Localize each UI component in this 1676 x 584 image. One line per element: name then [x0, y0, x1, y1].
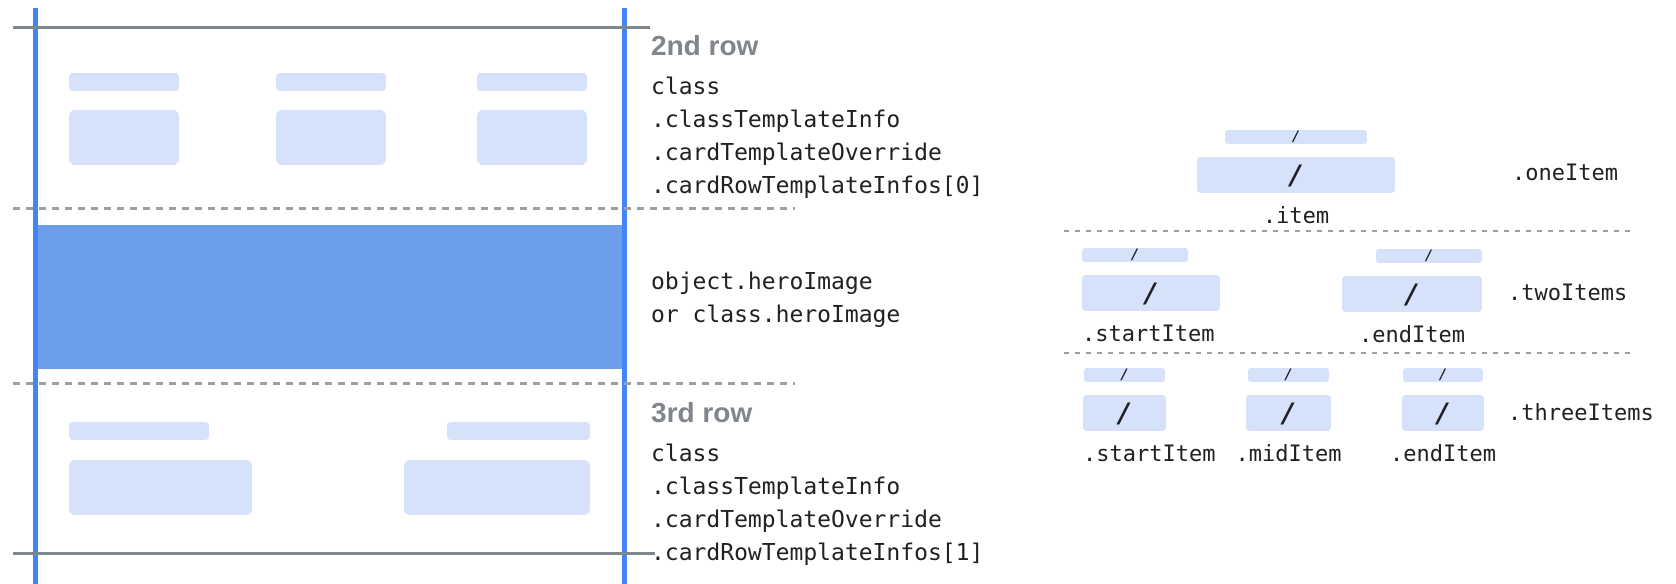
row2-item3-label-placeholder — [477, 73, 587, 91]
hero-row3-divider-dashed-line — [13, 382, 795, 385]
three-items-mid-demo: / / .midItem — [1236, 367, 1342, 467]
item-label: .endItem — [1390, 442, 1496, 467]
card-right-guide-line — [622, 8, 627, 584]
slash-glyph: / — [1120, 367, 1129, 383]
row2-item1-value-placeholder — [69, 110, 179, 165]
row2-annotation: 2nd row class .classTemplateInfo .cardTe… — [651, 30, 983, 203]
code-line: or class.heroImage — [651, 302, 901, 328]
three-items-row-label: .threeItems — [1508, 401, 1654, 426]
three-items-end-demo: / / .endItem — [1390, 367, 1496, 467]
two-three-divider-dashed-line — [1064, 352, 1631, 354]
one-item-value-bar: / — [1197, 157, 1395, 193]
slash-glyph: / — [1284, 367, 1293, 383]
row2-heading: 2nd row — [651, 30, 759, 61]
slash-glyph: / — [1291, 129, 1301, 145]
code-line: object.heroImage — [651, 269, 873, 295]
slash-glyph: / — [1142, 277, 1160, 309]
slash-glyph: / — [1116, 397, 1133, 429]
slash-glyph: / — [1287, 159, 1305, 191]
card-bottom-boundary-line — [13, 552, 655, 555]
code-line: .cardRowTemplateInfos[1] — [651, 540, 984, 566]
start-item-label-bar: / — [1084, 367, 1165, 383]
hero-annotation: object.heroImage or class.heroImage — [651, 266, 900, 332]
slash-glyph: / — [1130, 247, 1140, 263]
one-item-row-label: .oneItem — [1512, 161, 1618, 186]
end-item-label-bar: / — [1403, 367, 1483, 383]
end-item-label-bar: / — [1376, 248, 1482, 264]
end-item-value-bar: / — [1402, 395, 1484, 431]
two-items-start-demo: / / .startItem — [1082, 247, 1220, 347]
mid-item-value-bar: / — [1246, 395, 1331, 431]
hero-image-band — [38, 225, 622, 369]
start-item-label-bar: / — [1082, 247, 1188, 263]
row2-item2-label-placeholder — [276, 73, 386, 91]
row2-item1-label-placeholder — [69, 73, 179, 91]
row3-annotation: 3rd row class .classTemplateInfo .cardTe… — [651, 397, 983, 570]
row2-hero-divider-dashed-line — [13, 207, 795, 210]
row3-heading: 3rd row — [651, 397, 753, 428]
slash-glyph: / — [1434, 397, 1452, 429]
mid-item-label-bar: / — [1248, 367, 1329, 383]
one-two-divider-dashed-line — [1064, 230, 1631, 232]
item-label: .item — [1262, 204, 1330, 229]
row2-code-block: class .classTemplateInfo .cardTemplateOv… — [651, 71, 983, 203]
slash-glyph: / — [1438, 367, 1448, 383]
code-line: .classTemplateInfo — [651, 107, 901, 133]
row2-item3-value-placeholder — [477, 110, 587, 165]
three-items-start-demo: / / .startItem — [1083, 367, 1216, 467]
start-item-value-bar: / — [1083, 395, 1166, 431]
row3-item2-label-placeholder — [447, 422, 590, 440]
item-label: .startItem — [1082, 322, 1215, 347]
row3-item1-label-placeholder — [69, 422, 209, 440]
code-line: .classTemplateInfo — [651, 474, 901, 500]
row3-code-block: class .classTemplateInfo .cardTemplateOv… — [651, 438, 983, 570]
slash-glyph: / — [1424, 248, 1434, 264]
card-top-boundary-line — [13, 26, 650, 29]
row2-item2-value-placeholder — [276, 110, 386, 165]
row3-item1-value-placeholder — [69, 460, 252, 515]
item-label: .startItem — [1083, 442, 1216, 467]
start-item-value-bar: / — [1082, 275, 1220, 311]
code-line: class — [651, 74, 721, 100]
code-line: .cardTemplateOverride — [651, 140, 942, 166]
end-item-value-bar: / — [1342, 276, 1482, 312]
item-label: .endItem — [1359, 323, 1465, 348]
one-item-demo: / / .item — [1197, 129, 1395, 229]
card-left-guide-line — [33, 8, 38, 584]
row3-item2-value-placeholder — [404, 460, 590, 515]
code-line: class — [651, 441, 721, 467]
one-item-label-bar: / — [1225, 129, 1367, 145]
two-items-end-demo: / / .endItem — [1342, 248, 1482, 348]
two-items-row-label: .twoItems — [1508, 281, 1628, 306]
slash-glyph: / — [1403, 278, 1421, 310]
item-label: .midItem — [1235, 442, 1342, 467]
code-line: .cardRowTemplateInfos[0] — [651, 173, 984, 199]
slash-glyph: / — [1280, 397, 1297, 429]
hero-code-block: object.heroImage or class.heroImage — [651, 266, 900, 332]
code-line: .cardTemplateOverride — [651, 507, 942, 533]
